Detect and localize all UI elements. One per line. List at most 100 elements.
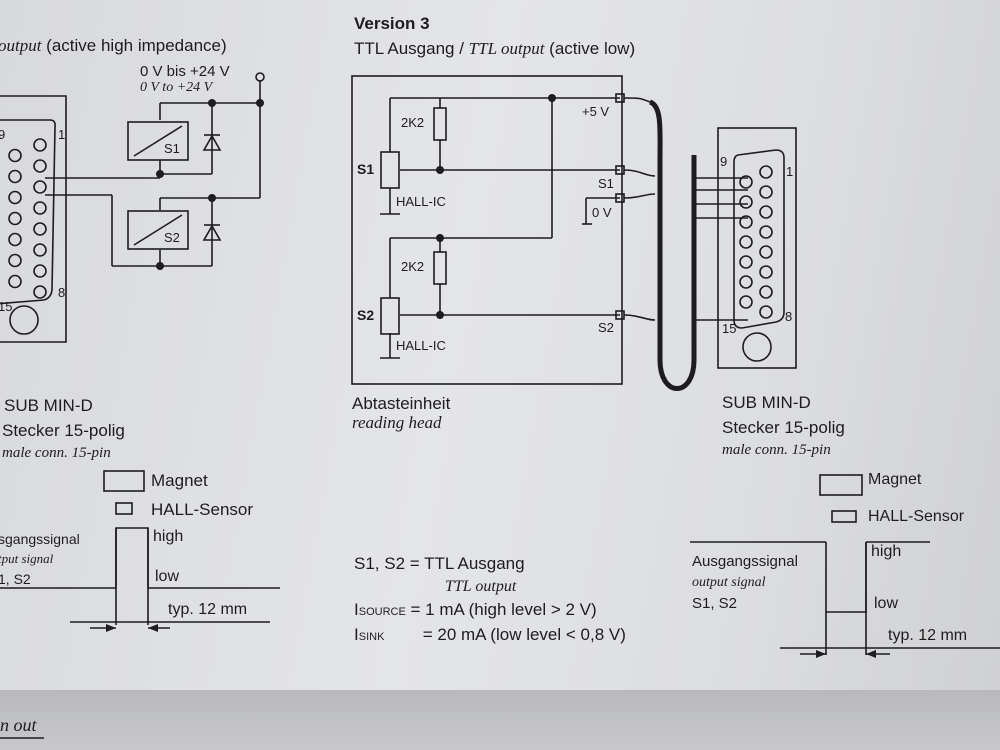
connector-pin [33,201,47,215]
left-voltage-de: 0 V bis +24 V [140,63,230,80]
connector-pin [8,211,22,226]
left-connector-en: male conn. 15-pin [2,445,111,461]
connector-pin [739,235,753,249]
connector-pin [8,190,22,205]
reading-head-de: Abtasteinheit [352,394,451,413]
right-high-label: high [871,543,902,560]
terminal-0v-label: 0 V [592,205,612,220]
right-signal-label-en: output signal [692,575,766,590]
terminal-plus5v-label: +5 V [582,104,610,119]
connector-pin [8,232,22,247]
sensor-s1-label: S1 [357,161,375,177]
left-high-label: high [153,528,184,545]
right-signal-label-de: Ausgangssignal [692,553,798,570]
right-legend-hall-label: HALL-Sensor [868,508,965,525]
right-cable-wires [694,177,748,321]
left-pin-1-label: 1 [58,127,66,142]
sensor-s2-label: S2 [357,307,375,323]
connector-pin [739,275,753,289]
resistor-1-label: 2K2 [401,115,425,130]
connector-pin [759,305,773,319]
connector-pin [8,148,22,163]
reading-head-en: reading head [352,413,442,432]
connector-pin [8,253,22,268]
left-signal-label-en: tput signal [0,551,54,566]
footer-corner-text: n out [0,715,37,735]
left-voltage-en: 0 V to +24 V [140,80,213,95]
version-heading: Version 3 [354,14,430,33]
connector-pin [739,215,753,229]
connector-pin [759,245,773,259]
left-legend-magnet-label: Magnet [151,471,208,490]
reading-head-circuit [380,93,656,359]
left-relay-s1-label: S1 [164,141,180,156]
left-connector-shell [0,95,67,343]
connector-pin [33,138,47,152]
supply-terminal [255,72,265,82]
right-pin-9-label: 9 [720,154,728,169]
connector-pin [739,255,753,269]
left-connector-pins [8,138,47,299]
left-signal-label-de: sgangssignal [0,531,80,547]
right-low-label: low [874,595,899,612]
left-typ-dimension: typ. 12 mm [168,601,248,618]
connector-pin [759,165,773,179]
connector-pin [759,265,773,279]
left-pin-9-label: 9 [0,127,6,142]
spec-ttl-output: S1, S2 = TTL Ausgang [354,554,525,573]
right-pin-8-label: 8 [785,309,793,324]
connector-pin [759,185,773,199]
right-connector-name: SUB MIN-D [722,393,811,412]
left-legend-hall-label: HALL-Sensor [151,500,254,519]
right-legend-magnet-label: Magnet [868,471,922,488]
right-connector-de: Stecker 15-polig [722,418,845,437]
connector-pin [33,180,47,194]
right-signal-waveform [690,541,1000,655]
left-relay-s2-label: S2 [164,230,180,245]
left-connector-de: Stecker 15-polig [2,421,125,440]
left-output-title: output (active high impedance) [0,36,227,55]
hall-ic-1-label: HALL-IC [396,194,446,209]
right-pin-15-label: 15 [722,321,737,336]
connector-pin [8,274,22,289]
connector-pin [33,285,47,299]
right-connector-pins [739,165,773,319]
connector-pin [759,285,773,299]
right-typ-dimension: typ. 12 mm [888,627,968,644]
connector-pin [759,225,773,239]
right-pin-1-label: 1 [786,164,794,179]
connector-pin [33,159,47,173]
center-junction-dots [436,94,556,319]
left-pin-15-label: 15 [0,299,13,314]
left-pin-8-label: 8 [58,285,66,300]
connector-pin [8,169,22,184]
left-low-label: low [155,568,180,585]
right-connector-en: male conn. 15-pin [722,442,831,458]
connector-pin [739,195,753,209]
spec-isource: ISOURCE = 1 mA (high level > 2 V) [354,600,597,619]
spec-isink: ISINK= 20 mA (low level < 0,8 V) [354,625,626,644]
page-bottom-edge [0,690,1000,750]
left-junction-dots [156,99,264,270]
left-legend-hall-swatch [115,502,133,515]
cable-loop [648,99,697,391]
connector-pin [33,264,47,278]
connector-pin [759,205,773,219]
ttl-output-title: TTL Ausgang / TTL output (active low) [354,39,636,58]
connector-pin [739,295,753,309]
left-signal-channels: 1, S2 [0,571,31,587]
connector-pin [739,175,753,189]
terminal-s1-label: S1 [598,176,614,191]
right-signal-channels: S1, S2 [692,595,738,612]
connector-pin [33,243,47,257]
right-legend-hall-swatch [831,510,857,523]
left-connector-name: SUB MIN-D [4,396,93,415]
right-connector-shell [717,127,797,369]
hall-ic-2-label: HALL-IC [396,338,446,353]
left-relay-wiring [45,80,261,267]
connector-pin [33,222,47,236]
terminal-s2-label: S2 [598,320,614,335]
right-legend-magnet-swatch [819,474,863,496]
